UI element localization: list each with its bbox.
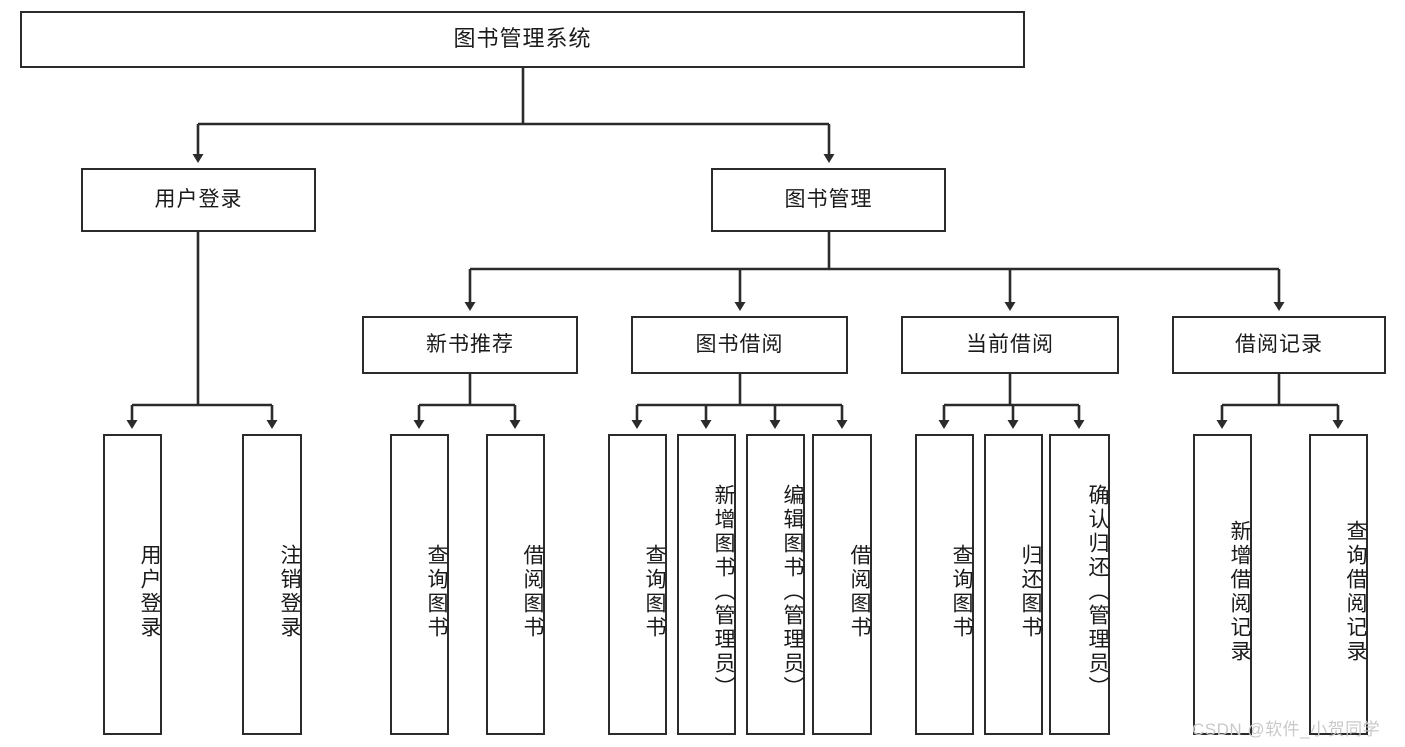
leaf-label: 新增借阅记录 [1228,519,1251,664]
leaf-label: 用户登录 [138,543,161,640]
leaf-label: 查询图书 [643,543,666,640]
node-root-label: 图书管理系统 [453,26,592,52]
leaf-records-add-record[interactable]: 新增借阅记录 [1193,434,1252,735]
leaf-user-login-signout[interactable]: 注销登录 [242,434,302,735]
leaf-label: 注销登录 [278,543,301,640]
node-user-login[interactable]: 用户登录 [81,168,316,232]
leaf-current-query-book[interactable]: 查询图书 [915,434,974,735]
leaf-borrow-edit-book-admin[interactable]: 编辑图书（管理员） [746,434,805,735]
leaf-label: 查询图书 [950,543,973,640]
node-borrow-records-label: 借阅记录 [1235,333,1323,357]
watermark-text: CSDN @软件_小贺同学 [1192,720,1381,739]
node-current-borrow[interactable]: 当前借阅 [901,316,1119,374]
leaf-label: 新增图书（管理员） [712,483,735,700]
leaf-current-return-book[interactable]: 归还图书 [984,434,1043,735]
leaf-borrow-add-book-admin[interactable]: 新增图书（管理员） [677,434,736,735]
leaf-label: 查询图书 [425,543,448,640]
node-book-management-label: 图书管理 [784,188,873,212]
leaf-label: 查询借阅记录 [1344,519,1367,664]
node-borrow-records[interactable]: 借阅记录 [1172,316,1386,374]
leaf-borrow-borrow-book[interactable]: 借阅图书 [812,434,872,735]
leaf-label: 借阅图书 [848,543,871,640]
leaf-new-books-query-book[interactable]: 查询图书 [390,434,449,735]
leaf-label: 编辑图书（管理员） [781,483,804,700]
node-new-book-recommend[interactable]: 新书推荐 [362,316,578,374]
node-book-borrow-label: 图书借阅 [695,333,784,357]
leaf-new-books-borrow-book[interactable]: 借阅图书 [486,434,545,735]
leaf-records-query-record[interactable]: 查询借阅记录 [1309,434,1368,735]
leaf-label: 归还图书 [1019,543,1042,640]
leaf-label: 确认归还（管理员） [1086,483,1109,700]
node-book-management[interactable]: 图书管理 [711,168,946,232]
leaf-current-confirm-return-admin[interactable]: 确认归还（管理员） [1049,434,1110,735]
leaf-borrow-query-book[interactable]: 查询图书 [608,434,667,735]
node-current-borrow-label: 当前借阅 [966,333,1054,357]
node-root-system[interactable]: 图书管理系统 [20,11,1025,68]
leaf-label: 借阅图书 [521,543,544,640]
leaf-user-login-signin[interactable]: 用户登录 [103,434,162,735]
node-book-borrow[interactable]: 图书借阅 [631,316,848,374]
node-new-book-recommend-label: 新书推荐 [426,333,514,357]
node-user-login-label: 用户登录 [154,188,243,212]
